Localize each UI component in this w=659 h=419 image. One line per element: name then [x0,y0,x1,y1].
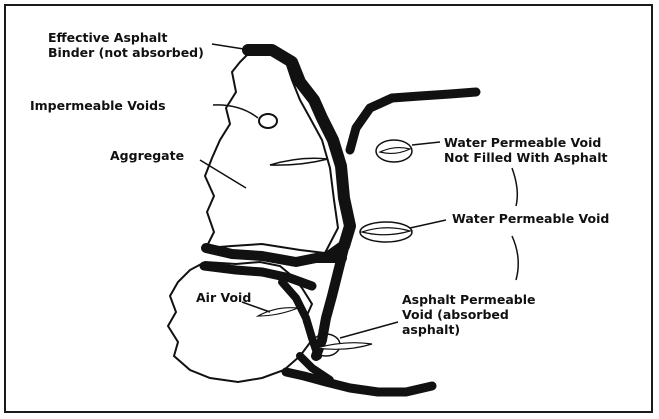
void-upper-sliver [270,158,328,165]
aggregate-upper-outline [205,52,338,253]
label-asphalt-permeable-line2: Void (absorbed [402,307,509,322]
void-middle-sliver [362,228,410,235]
binder-film-bottom [286,372,432,392]
bracket-curve-lower [512,236,518,280]
leader-asphalt-void [340,322,398,338]
label-impermeable-voids: Impermeable Voids [30,98,166,113]
label-aggregate: Aggregate [110,148,184,163]
leader-aggregate [200,160,246,188]
bracket-curve-upper [512,168,517,206]
leader-water-void [410,220,446,228]
leader-water-unfilled [412,142,440,145]
leader-impermeable-voids [213,105,258,118]
label-water-unfilled-line1: Water Permeable Void [444,135,601,150]
binder-bridge [204,266,312,286]
void-right-sliver [380,148,410,154]
label-asphalt-permeable-line3: asphalt) [402,322,460,337]
binder-film-top [248,50,350,256]
binder-film-middle [206,248,342,262]
label-effective-binder-line2: Binder (not absorbed) [48,45,204,60]
label-air-void: Air Void [196,290,251,305]
label-water-permeable-void: Water Permeable Void [452,211,609,226]
label-asphalt-permeable-line1: Asphalt Permeable [402,292,535,307]
binder-film-vertical [316,248,344,356]
label-water-unfilled-line2: Not Filled With Asphalt [444,150,608,165]
void-air-sliver [258,308,298,316]
label-effective-binder-line1: Effective Asphalt [48,30,167,45]
impermeable-void [259,114,277,128]
